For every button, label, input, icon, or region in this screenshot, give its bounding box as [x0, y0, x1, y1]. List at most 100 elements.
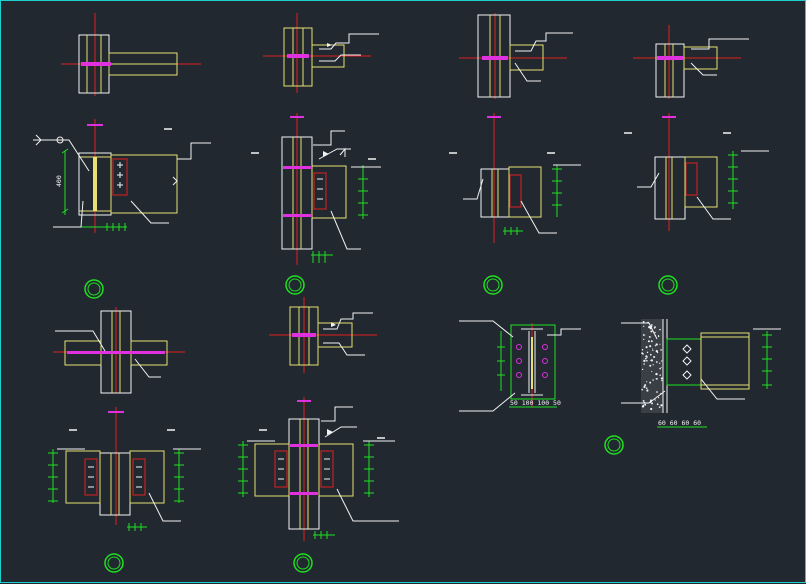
bolt-plate — [84, 458, 98, 496]
leader-line — [55, 330, 106, 352]
bolt-icon — [317, 178, 323, 200]
concrete-dot — [661, 379, 663, 382]
leader-line — [520, 200, 557, 234]
bolt-plate — [313, 172, 327, 210]
concrete-dot — [646, 381, 648, 383]
leader-line — [459, 320, 514, 338]
concrete-dot — [655, 378, 657, 380]
concrete-dot — [655, 349, 658, 353]
weld-mark — [283, 214, 311, 217]
concrete-dot — [643, 385, 646, 389]
concrete-dot — [651, 371, 653, 373]
detail-i-elevation — [53, 307, 185, 394]
leader-line — [700, 378, 745, 400]
concrete-dot — [659, 367, 661, 370]
concrete-dot — [654, 331, 656, 334]
detail-h-section — [624, 113, 769, 295]
beam-stub — [509, 44, 544, 71]
concrete-dot — [646, 389, 649, 392]
detail-n-section — [238, 397, 399, 573]
concrete-dot — [649, 353, 652, 356]
leader-line — [336, 488, 399, 522]
dimension-ticks — [174, 452, 184, 502]
leader-line — [637, 172, 660, 188]
beam-stub — [683, 46, 718, 70]
end-plate-outline — [510, 324, 556, 400]
leader-line — [691, 38, 749, 50]
dimension-ticks — [762, 334, 772, 386]
weld-mark — [81, 62, 111, 66]
detail-j-elevation — [269, 297, 377, 373]
concrete-dot — [655, 361, 658, 363]
bolt-plate — [112, 158, 128, 196]
leader-line — [177, 142, 211, 160]
detail-marker-circle — [658, 275, 678, 295]
detail-marker-circle — [104, 553, 124, 573]
dimension-ticks — [552, 168, 562, 206]
weld-mark — [657, 56, 683, 60]
bolt-hole-icon — [542, 358, 548, 364]
concrete-dot — [652, 348, 654, 350]
concrete-dot — [650, 359, 652, 362]
detail-d-top — [633, 25, 749, 99]
bolt-hole-icon — [516, 344, 522, 350]
concrete-dot — [643, 363, 645, 365]
concrete-dot — [642, 353, 644, 355]
dimension-ticks — [314, 531, 328, 539]
concrete-dot — [643, 359, 646, 363]
dimension-ticks — [728, 154, 738, 204]
detail-marker-circle — [293, 553, 313, 573]
weld-mark — [292, 333, 316, 337]
concrete-dot — [649, 345, 652, 348]
detail-g-section — [449, 113, 581, 295]
weld-flag-icon — [331, 322, 336, 327]
concrete-dot — [660, 349, 662, 351]
weld-symbol-icon — [339, 147, 346, 157]
bolt-plate — [320, 450, 334, 488]
dimension-ticks — [312, 251, 326, 263]
dimension-plate-label: 50 100 100 50 — [510, 399, 561, 407]
break-mark — [172, 176, 178, 186]
leader-line — [148, 492, 181, 522]
concrete-dot — [651, 402, 653, 405]
concrete-dot — [657, 335, 660, 338]
detail-marker-inner — [607, 438, 621, 452]
bolt-plate — [274, 450, 288, 488]
detail-marker-circle — [483, 275, 503, 295]
leader-line — [690, 62, 717, 76]
detail-e-section: 400 — [33, 119, 211, 299]
concrete-dot — [646, 356, 648, 358]
column-outline — [655, 43, 685, 98]
flange-lines — [521, 328, 543, 396]
bolt-plate — [509, 174, 522, 208]
leader-line — [134, 358, 161, 378]
concrete-dot — [656, 391, 658, 393]
concrete-dot — [645, 346, 648, 349]
bolt-icon — [278, 458, 330, 480]
bolt-plate — [132, 458, 146, 496]
concrete-dot — [655, 343, 658, 346]
weld-mark — [482, 56, 508, 60]
detail-marker-circle — [285, 275, 305, 295]
bolt-hole-icon — [516, 358, 522, 364]
bolt-icon — [682, 344, 692, 354]
concrete-dot — [654, 345, 657, 347]
weld-symbol-icon — [35, 134, 42, 146]
leader-line — [330, 210, 361, 250]
beam-left — [254, 443, 290, 497]
concrete-dot — [644, 384, 647, 387]
beam-outline — [700, 332, 750, 390]
detail-k-plate: 50 100 100 50 — [459, 320, 581, 412]
dimension-ticks — [497, 346, 505, 376]
detail-marker-inner — [486, 278, 500, 292]
concrete-dot — [653, 327, 656, 329]
detail-marker-circle — [84, 279, 104, 299]
detail-f-section — [251, 113, 381, 295]
leader-line — [323, 342, 365, 356]
weld-mark — [290, 444, 318, 447]
concrete-dot — [646, 351, 649, 354]
concrete-dot — [660, 404, 663, 407]
leader-line — [463, 178, 484, 200]
dimension-tick — [61, 148, 69, 214]
